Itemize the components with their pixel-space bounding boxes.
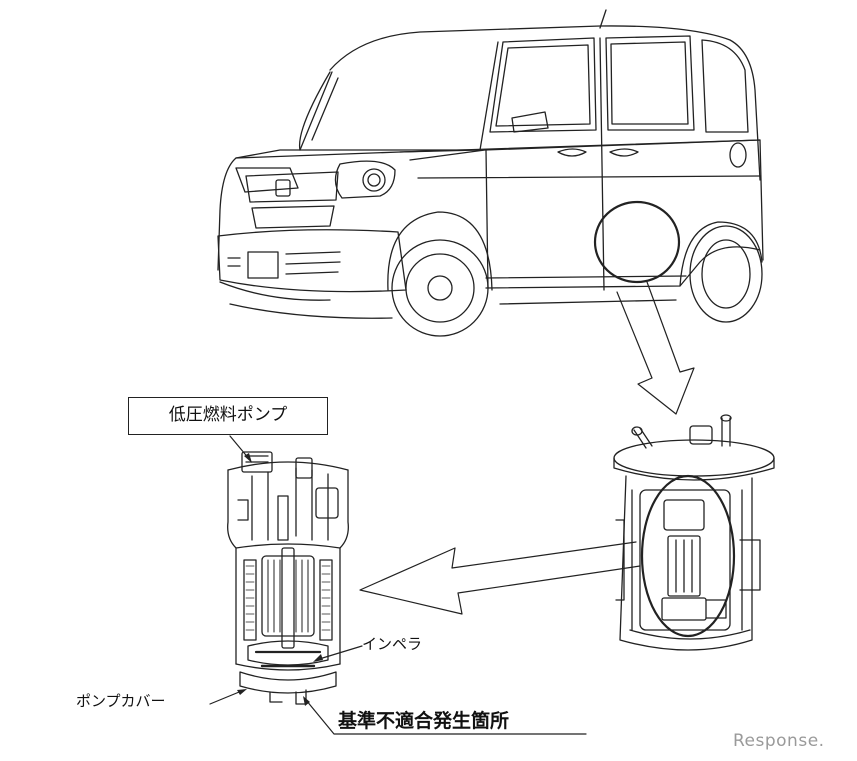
leader-lines bbox=[209, 435, 587, 735]
fuel-pump-module bbox=[613, 414, 775, 651]
car-illustration bbox=[217, 9, 764, 337]
pump-cutaway bbox=[227, 451, 349, 705]
defect-location-label: 基準不適合発生箇所 bbox=[338, 710, 510, 732]
down-arrow bbox=[616, 281, 695, 415]
low-pressure-fuel-pump-label: 低圧燃料ポンプ bbox=[128, 397, 328, 435]
response-watermark: Response. bbox=[733, 731, 825, 751]
left-arrow bbox=[359, 541, 641, 615]
impeller-label: インペラ bbox=[362, 635, 423, 653]
car-callout-circle bbox=[593, 200, 681, 284]
module-callout-oval bbox=[640, 474, 736, 638]
pump-cover-label: ポンプカバー bbox=[76, 692, 166, 710]
